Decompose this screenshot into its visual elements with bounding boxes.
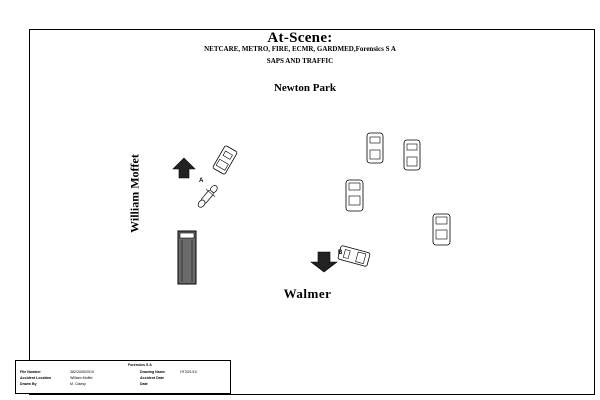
title-block-header: Forensics S A — [128, 363, 152, 367]
title-block-label: Accident Location — [20, 376, 52, 380]
title-block-row: Drawn By M. Claesy Date — [20, 382, 230, 387]
marker-a-label: A — [199, 178, 204, 184]
attending-services-line2: SAPS AND TRAFFIC — [266, 57, 334, 65]
vehicle-right-icon — [432, 213, 451, 246]
title-block-label: Date — [140, 382, 148, 386]
vehicle-b-icon — [337, 245, 371, 267]
direction-arrow-down-icon — [310, 251, 338, 273]
title-block-label: Drawing Name — [140, 370, 165, 374]
title-block-label: File Number — [20, 370, 41, 374]
title-block-value: M. Claesy — [70, 382, 86, 386]
vehicle-icon — [212, 145, 238, 175]
drawing-border — [29, 29, 595, 395]
title-block: Forensics S A File Number 382/2005/2010 … — [15, 360, 231, 394]
title-block-row: File Number 382/2005/2010 Drawing Name H… — [20, 370, 230, 375]
attending-services-line1: NETCARE, METRO, FIRE, ECMR, GARDMED,Fore… — [204, 45, 396, 53]
vehicle-parked-1-icon — [366, 132, 384, 164]
title-block-value: HT33/1/10 — [180, 370, 197, 374]
title-block-value: 382/2005/2010 — [70, 370, 94, 374]
title-block-value: William Moffet — [70, 376, 93, 380]
title-block-label: Drawn By — [20, 382, 37, 386]
bus-icon — [177, 230, 197, 285]
diagram-title: At-Scene: — [267, 30, 333, 46]
vehicle-center-icon — [345, 179, 364, 212]
street-label-newton-park: Newton Park — [273, 82, 337, 94]
motorcycle-a-icon — [197, 185, 218, 208]
title-block-row: Accident Location William Moffet Acciden… — [20, 376, 230, 381]
direction-arrow-up-icon — [172, 157, 196, 179]
street-label-walmer: Walmer — [283, 286, 332, 301]
vehicle-parked-2-icon — [403, 139, 421, 171]
marker-b-label: B — [338, 250, 343, 256]
title-block-label: Accident Date — [140, 376, 164, 380]
